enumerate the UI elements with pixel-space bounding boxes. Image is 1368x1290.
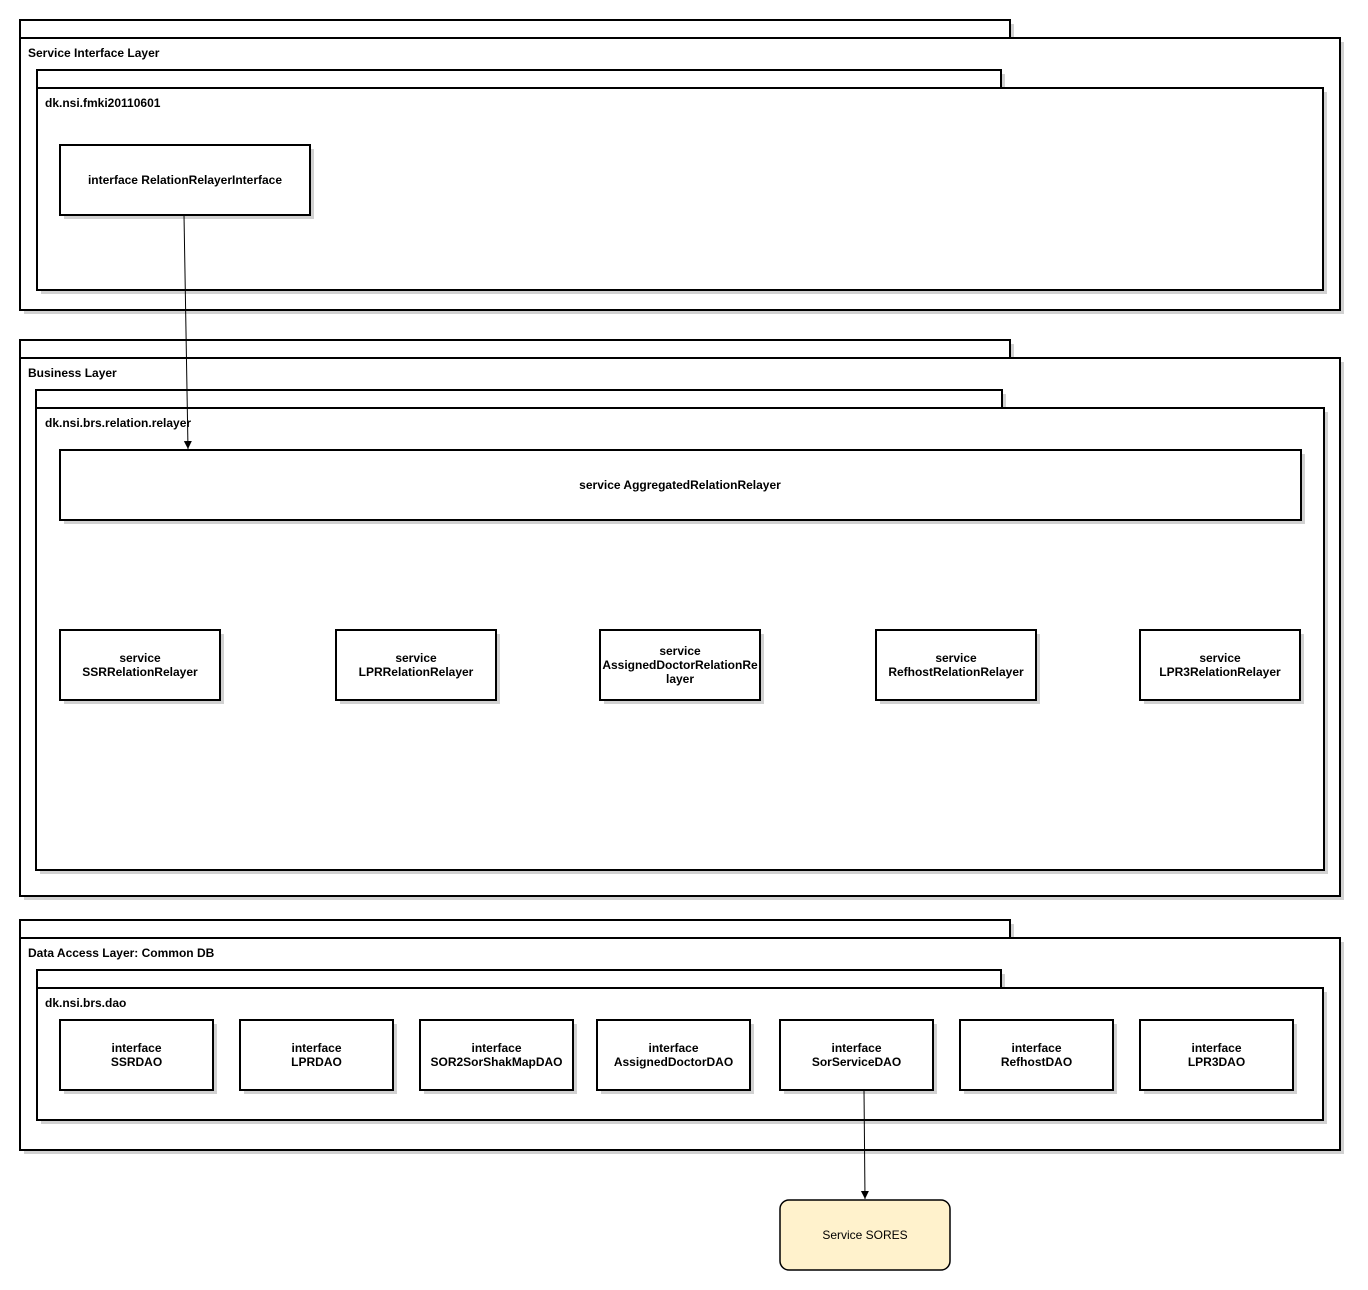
dao-box-label-line: LPR3DAO <box>1188 1055 1245 1069</box>
dao-box-label-line: interface <box>111 1041 161 1055</box>
dao-box-label-line: SSRDAO <box>111 1055 162 1069</box>
dao-box-label-line: LPRDAO <box>291 1055 342 1069</box>
edge-interface-to-aggregated <box>183 214 192 450</box>
service-box-label-line: service <box>1199 651 1241 665</box>
package-tab <box>36 69 1002 89</box>
data-access-layer[interactable]: Data Access Layer: Common DB dk.nsi.brs.… <box>19 919 1344 1154</box>
service-box-label-line: LPR3RelationRelayer <box>1159 665 1281 679</box>
aggregated-relation-relayer[interactable]: service AggregatedRelationRelayer <box>59 449 1305 524</box>
service-box-label-line: SSRRelationRelayer <box>82 665 198 679</box>
package-tab <box>36 969 1002 989</box>
layer-title: Data Access Layer: Common DB <box>28 946 215 960</box>
dao-box-label-line: interface <box>648 1041 698 1055</box>
service-boxes: serviceSSRRelationRelayerserviceLPRRelat… <box>59 629 1304 704</box>
service-box-label-line: AssignedDoctorRelationRe <box>602 658 758 672</box>
service-box-label-line: layer <box>666 672 694 686</box>
dao-box-label-line: interface <box>291 1041 341 1055</box>
relation-relayer-interface[interactable]: interface RelationRelayerInterface <box>59 144 314 219</box>
dao-box-label-line: SOR2SorShakMapDAO <box>430 1055 562 1069</box>
service-box-label-line: service <box>395 651 437 665</box>
package-title: dk.nsi.brs.relation.relayer <box>45 416 191 430</box>
layer-tab <box>19 339 1011 359</box>
business-layer[interactable]: Business Layer dk.nsi.brs.relation.relay… <box>19 339 1344 900</box>
dao-box-label-line: interface <box>471 1041 521 1055</box>
service-box-label-line: service <box>659 644 701 658</box>
layer-tab <box>19 19 1011 39</box>
service-interface-layer[interactable]: Service Interface Layer dk.nsi.fmki20110… <box>19 19 1344 314</box>
package-relayer[interactable]: dk.nsi.brs.relation.relayer service Aggr… <box>35 389 1328 874</box>
dao-box-label-line: AssignedDoctorDAO <box>614 1055 733 1069</box>
layer-tab <box>19 919 1011 939</box>
dao-box-label-line: RefhostDAO <box>1001 1055 1072 1069</box>
layer-title: Business Layer <box>28 366 117 380</box>
package-tab <box>35 389 1003 409</box>
package-title: dk.nsi.fmki20110601 <box>45 96 161 110</box>
edge-sorservicedao-to-sores <box>860 1089 869 1200</box>
dao-box-label-line: interface <box>831 1041 881 1055</box>
external-service-label: Service SORES <box>822 1228 907 1242</box>
dao-box-label-line: interface <box>1011 1041 1061 1055</box>
service-box-label-line: LPRRelationRelayer <box>359 665 474 679</box>
dao-box-label-line: interface <box>1191 1041 1241 1055</box>
service-sores[interactable]: Service SORES <box>779 1199 951 1271</box>
aggregated-service-label: service AggregatedRelationRelayer <box>579 478 781 492</box>
package-fmki[interactable]: dk.nsi.fmki20110601 interface RelationRe… <box>36 69 1327 294</box>
interface-label: interface RelationRelayerInterface <box>88 173 282 187</box>
service-box-label-line: service <box>935 651 977 665</box>
package-title: dk.nsi.brs.dao <box>45 996 126 1010</box>
dao-boxes: interfaceSSRDAOinterfaceLPRDAOinterfaceS… <box>59 1019 1297 1094</box>
service-box-label-line: RefhostRelationRelayer <box>888 665 1024 679</box>
package-dao[interactable]: dk.nsi.brs.dao interfaceSSRDAOinterfaceL… <box>36 969 1327 1124</box>
service-box-label-line: service <box>119 651 161 665</box>
layer-title: Service Interface Layer <box>28 46 160 60</box>
dao-box-label-line: SorServiceDAO <box>812 1055 901 1069</box>
